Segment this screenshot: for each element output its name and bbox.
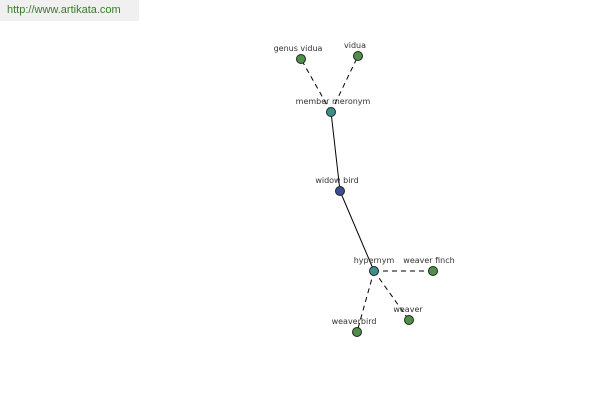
nodes-layer bbox=[296, 51, 438, 337]
node-label-member-meronym[interactable]: member meronym bbox=[296, 97, 371, 106]
node-widow-bird[interactable] bbox=[335, 186, 345, 196]
node-label-weaver-finch[interactable]: weaver finch bbox=[403, 256, 454, 265]
node-weaver[interactable] bbox=[404, 315, 414, 325]
node-weaver-finch[interactable] bbox=[428, 266, 438, 276]
node-label-weaverbird[interactable]: weaverbird bbox=[332, 317, 377, 326]
node-member-meronym[interactable] bbox=[326, 107, 336, 117]
edge-hypernym-to-weaver bbox=[373, 270, 410, 321]
edges-layer bbox=[300, 55, 433, 333]
node-label-hypernym[interactable]: hypernym bbox=[354, 256, 395, 265]
node-weaverbird[interactable] bbox=[352, 327, 362, 337]
node-genus-vidua[interactable] bbox=[296, 54, 306, 64]
edge-hypernym-to-weaverbird bbox=[356, 270, 375, 333]
node-label-widow-bird[interactable]: widow bird bbox=[315, 176, 358, 185]
edge-widow-bird-to-hypernym bbox=[339, 190, 375, 272]
edge-widow-bird-to-member-meronym bbox=[330, 111, 341, 192]
node-vidua[interactable] bbox=[353, 51, 363, 61]
node-label-genus-vidua[interactable]: genus vidua bbox=[274, 44, 323, 53]
source-url-link[interactable]: http://www.artikata.com bbox=[0, 0, 139, 21]
edge-member-meronym-to-genus-vidua bbox=[300, 58, 332, 113]
node-hypernym[interactable] bbox=[369, 266, 379, 276]
node-label-weaver[interactable]: weaver bbox=[393, 305, 423, 314]
edge-member-meronym-to-vidua bbox=[330, 55, 359, 113]
node-label-vidua[interactable]: vidua bbox=[344, 41, 366, 50]
labels-layer: genus vidua vidua member meronym widow bird… bbox=[274, 41, 455, 326]
